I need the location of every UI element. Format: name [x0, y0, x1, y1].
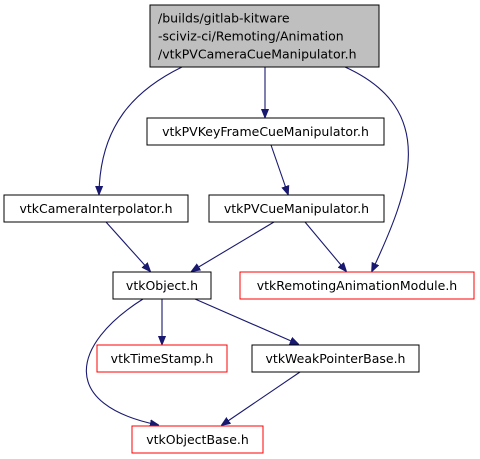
node-root[interactable]: /builds/gitlab-kitware -sciviz-ci/Remotin… [149, 4, 380, 68]
node-box-weakptr [251, 344, 420, 373]
node-objectbase[interactable]: vtkObjectBase.h [131, 425, 264, 454]
node-box-objectbase [131, 425, 264, 454]
node-label-keyframe: vtkPVKeyFrameCueManipulator.h [162, 124, 369, 139]
node-label-root-line-1: /builds/gitlab-kitware [158, 11, 290, 26]
edge-root-to-remotingmodule [344, 66, 409, 271]
edge-root-to-camerainterp [99, 66, 183, 194]
node-label-root-line-2: -sciviz-ci/Remoting/Animation [158, 29, 344, 44]
node-timestamp[interactable]: vtkTimeStamp.h [96, 344, 228, 373]
node-label-timestamp: vtkTimeStamp.h [111, 351, 214, 366]
edge-keyframe-to-cuemanip [270, 144, 288, 194]
node-remotingmodule[interactable]: vtkRemotingAnimationModule.h [239, 271, 475, 300]
node-weakptr[interactable]: vtkWeakPointerBase.h [251, 344, 420, 373]
node-camerainterp[interactable]: vtkCameraInterpolator.h [3, 194, 189, 223]
edge-weakptr-to-objectbase [222, 371, 301, 425]
node-box-root [149, 4, 380, 68]
node-label-root-line-3: /vtkPVCameraCueManipulator.h [158, 47, 357, 62]
node-label-remotingmodule: vtkRemotingAnimationModule.h [257, 278, 457, 293]
nodes-layer: /builds/gitlab-kitware -sciviz-ci/Remotin… [3, 4, 475, 454]
edges-layer [85, 66, 409, 425]
edge-cuemanip-to-remotingmodule [304, 221, 346, 271]
node-cuemanip[interactable]: vtkPVCueManipulator.h [208, 194, 385, 223]
node-label-object: vtkObject.h [126, 278, 198, 293]
node-box-object [112, 271, 212, 300]
node-keyframe[interactable]: vtkPVKeyFrameCueManipulator.h [146, 117, 385, 146]
node-box-cuemanip [208, 194, 385, 223]
edge-object-to-objectbase [85, 298, 158, 425]
edge-camerainterp-to-object [105, 221, 150, 271]
node-object[interactable]: vtkObject.h [112, 271, 212, 300]
node-box-timestamp [96, 344, 228, 373]
node-box-camerainterp [3, 194, 189, 223]
node-box-remotingmodule [239, 271, 475, 300]
edge-cuemanip-to-object [192, 221, 275, 271]
node-label-weakptr: vtkWeakPointerBase.h [266, 351, 406, 366]
edge-object-to-weakptr [194, 298, 298, 344]
node-label-cuemanip: vtkPVCueManipulator.h [224, 201, 369, 216]
node-label-camerainterp: vtkCameraInterpolator.h [19, 201, 172, 216]
node-label-objectbase: vtkObjectBase.h [146, 432, 249, 447]
node-box-keyframe [146, 117, 385, 146]
